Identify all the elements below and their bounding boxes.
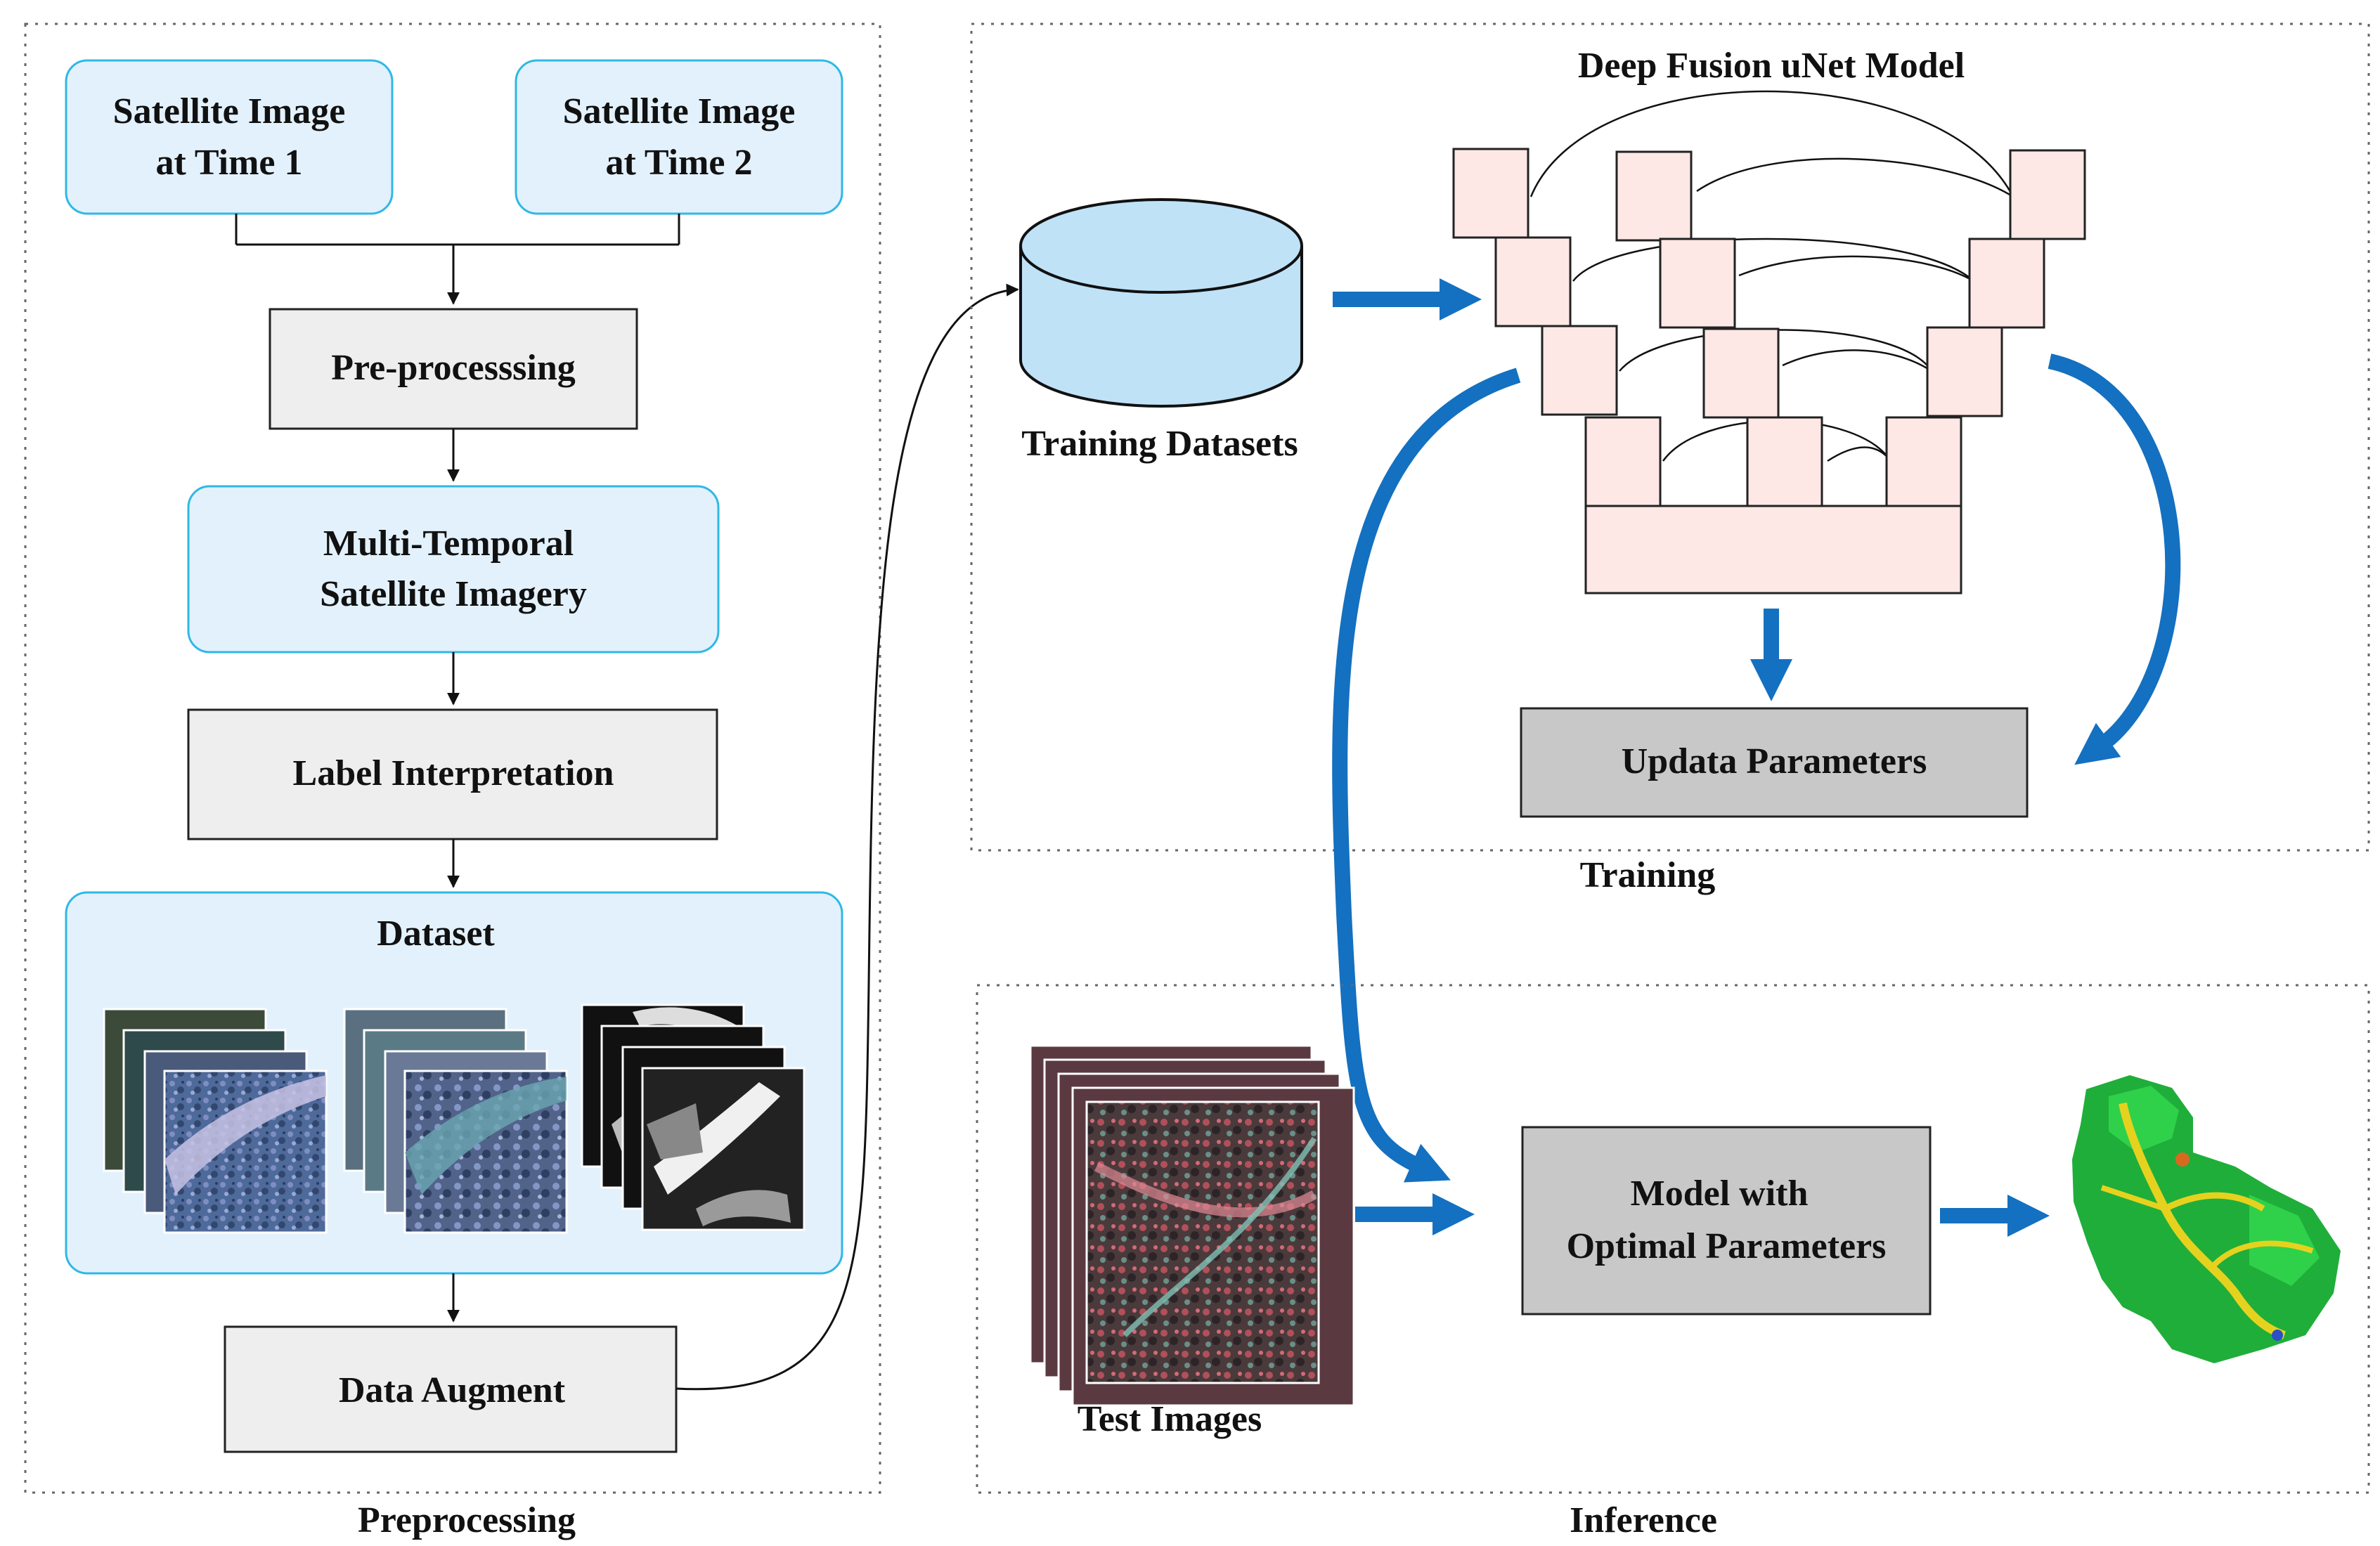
update-parameters-box: Updata Parameters — [1520, 707, 2029, 818]
preprocessing-step-label: Pre-processsing — [331, 348, 576, 388]
multi-temporal-line1: Multi-Temporal — [323, 524, 574, 564]
output-classification-map — [2072, 1075, 2341, 1363]
preprocessing-step-box: Pre-processsing — [269, 308, 638, 430]
satellite-image-time2-box: Satellite Image at Time 2 — [515, 59, 843, 215]
feedback-arrow — [2048, 353, 2181, 765]
data-augment-box: Data Augment — [224, 1325, 678, 1453]
dataset-image-stack-time1 — [103, 1008, 328, 1234]
training-datasets-label: Training Datasets — [1021, 424, 1298, 464]
model-to-inference-arrow — [1332, 368, 1521, 1183]
update-parameters-label: Updata Parameters — [1622, 741, 1927, 781]
satellite-image-time1-line1: Satellite Image — [113, 91, 346, 131]
training-datasets-cylinder — [1019, 198, 1303, 408]
model-optimal-box: Model with Optimal Parameters — [1521, 1126, 1932, 1316]
inference-panel-title: Inference — [1570, 1500, 1717, 1540]
model-title: Deep Fusion uNet Model — [1578, 46, 1965, 86]
test-images-label: Test Images — [1078, 1399, 1262, 1439]
merge-connector — [235, 214, 680, 305]
augment-to-training-connector — [675, 283, 1019, 1391]
training-panel-title: Training — [1580, 855, 1716, 895]
preprocessing-panel-title: Preprocessing — [358, 1500, 576, 1540]
data-augment-label: Data Augment — [339, 1370, 566, 1410]
satellite-image-time1-box: Satellite Image at Time 1 — [65, 59, 394, 215]
multi-temporal-box: Multi-Temporal Satellite Imagery — [187, 485, 720, 654]
dataset-box: Dataset — [65, 891, 843, 1275]
test-images-stack — [1029, 1044, 1355, 1407]
satellite-image-time2-line2: at Time 2 — [606, 143, 753, 183]
dataset-image-stack-time2 — [343, 1008, 568, 1234]
training-panel — [970, 22, 2370, 852]
model-optimal-line1: Model with — [1631, 1174, 1809, 1214]
dataset-label: Dataset — [377, 914, 495, 954]
satellite-image-time1-line2: at Time 1 — [156, 143, 303, 183]
inference-panel — [976, 984, 2370, 1494]
label-interpretation-label: Label Interpretation — [293, 753, 614, 793]
model-optimal-line2: Optimal Parameters — [1567, 1226, 1887, 1266]
label-interpretation-box: Label Interpretation — [187, 708, 718, 840]
multi-temporal-line2: Satellite Imagery — [320, 574, 587, 614]
satellite-image-time2-line1: Satellite Image — [563, 91, 796, 131]
unet-architecture — [1452, 90, 2086, 595]
dataset-label-mask-stack — [581, 1003, 806, 1231]
